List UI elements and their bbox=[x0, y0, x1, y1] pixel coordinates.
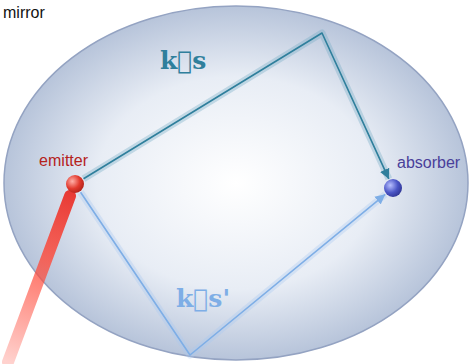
sphere-symbol bbox=[66, 175, 84, 193]
node-label: absorber bbox=[397, 154, 462, 172]
mirror-ellipse bbox=[4, 6, 468, 360]
focus-sphere: absorber bbox=[397, 154, 462, 172]
part-label: mirror bbox=[3, 4, 45, 22]
ray-glow bbox=[81, 192, 386, 355]
wave-vector-label: k⃗s' bbox=[176, 284, 230, 314]
node-label: emitter bbox=[39, 152, 89, 170]
light-ray bbox=[84, 33, 389, 179]
sphere-symbol bbox=[384, 179, 402, 197]
light-ray bbox=[81, 192, 386, 355]
laser-beam bbox=[8, 196, 70, 362]
ray-glow bbox=[84, 33, 389, 179]
focus-sphere: emitter bbox=[39, 152, 89, 170]
wave-vector-label: k⃗s bbox=[160, 46, 206, 76]
